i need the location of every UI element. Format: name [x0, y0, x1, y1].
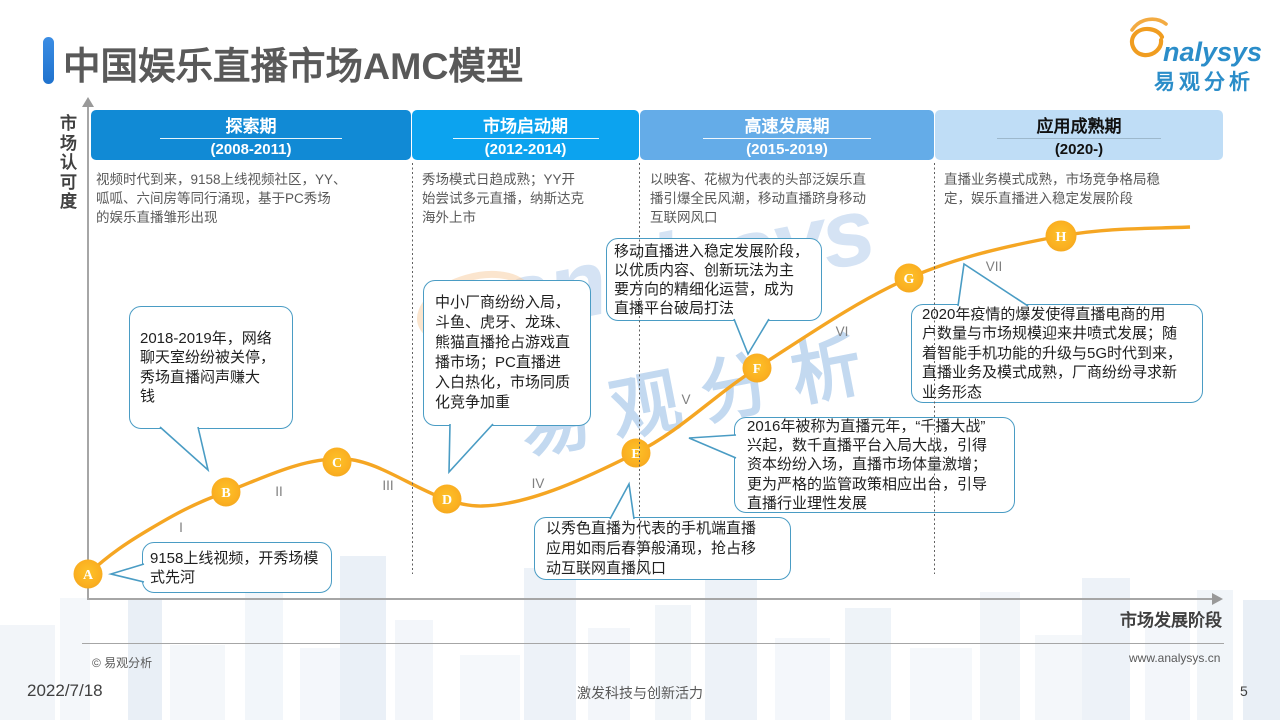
svg-text:II: II — [275, 484, 283, 499]
svg-text:IV: IV — [532, 476, 545, 491]
svg-text:C: C — [332, 456, 342, 471]
svg-text:F: F — [753, 362, 762, 377]
svg-text:G: G — [904, 272, 915, 287]
svg-text:V: V — [681, 392, 690, 407]
svg-text:D: D — [442, 493, 452, 508]
svg-text:VI: VI — [836, 324, 849, 339]
svg-text:E: E — [631, 447, 640, 462]
svg-text:B: B — [221, 486, 230, 501]
svg-text:I: I — [179, 520, 183, 535]
svg-text:A: A — [83, 568, 94, 583]
svg-text:III: III — [382, 478, 393, 493]
svg-text:H: H — [1056, 230, 1067, 245]
svg-text:VII: VII — [986, 259, 1003, 274]
